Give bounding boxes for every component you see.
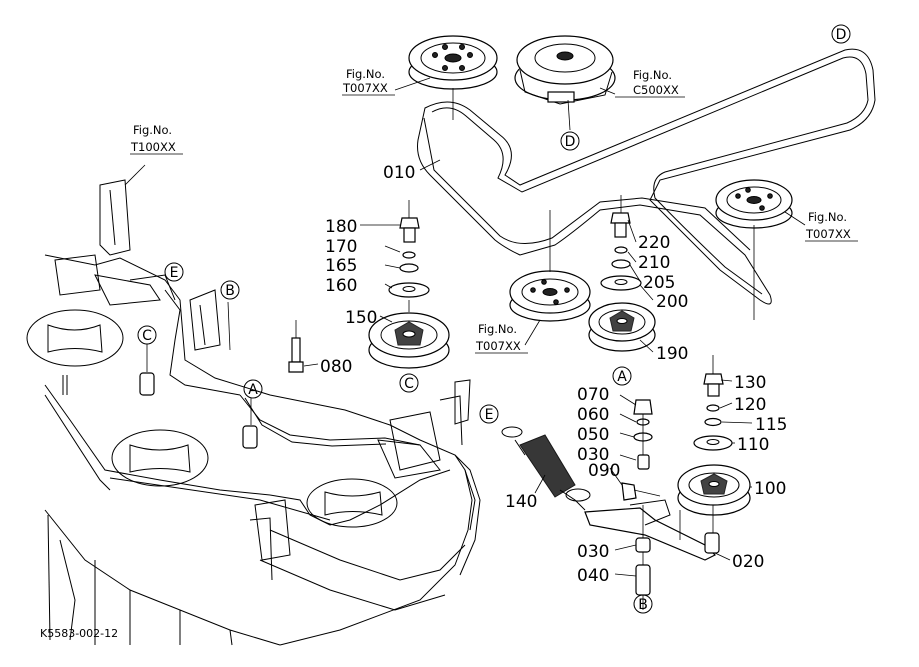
label-190: 190 bbox=[656, 344, 688, 364]
label-140: 140 bbox=[505, 492, 537, 512]
figref-right: Fig.No. T007XX bbox=[805, 210, 858, 242]
deck-spindle-opening-left bbox=[26, 309, 124, 367]
svg-text:E: E bbox=[485, 407, 494, 423]
svg-text:Fig.No.: Fig.No. bbox=[133, 123, 172, 137]
marker-e-deck: E bbox=[164, 262, 184, 282]
marker-d-top: D bbox=[831, 24, 851, 44]
label-110: 110 bbox=[737, 435, 769, 455]
marker-c-pulley: C bbox=[399, 373, 419, 393]
tension-arm bbox=[584, 499, 720, 561]
bushing-040 bbox=[635, 564, 651, 596]
marker-b-arm: B bbox=[633, 594, 653, 614]
pulley-right bbox=[715, 179, 793, 320]
svg-text:T100XX: T100XX bbox=[130, 140, 176, 154]
svg-text:T007XX: T007XX bbox=[475, 339, 521, 353]
marker-a-deck: A bbox=[243, 379, 263, 399]
marker-d-clutch: D bbox=[560, 131, 580, 151]
label-100: 100 bbox=[754, 479, 786, 499]
svg-text:Fig.No.: Fig.No. bbox=[346, 67, 385, 81]
label-060: 060 bbox=[577, 405, 609, 425]
figref-center: Fig.No. T007XX bbox=[475, 322, 528, 354]
label-050: 050 bbox=[577, 425, 609, 445]
svg-text:T007XX: T007XX bbox=[805, 227, 851, 241]
label-030-upper: 030 bbox=[577, 445, 609, 465]
label-115: 115 bbox=[755, 415, 787, 435]
hardware-stack-arm bbox=[621, 399, 661, 501]
bolt-080 bbox=[288, 320, 304, 373]
label-165: 165 bbox=[325, 256, 357, 276]
figure-references: Fig.No. T007XX Fig.No. C500XX Fig.No. T0… bbox=[130, 67, 858, 354]
label-090: 090 bbox=[588, 461, 620, 481]
label-120: 120 bbox=[734, 395, 766, 415]
label-170: 170 bbox=[325, 237, 357, 257]
svg-text:B: B bbox=[225, 283, 235, 299]
diagram-code: K5583-002-12 bbox=[40, 627, 118, 640]
label-130: 130 bbox=[734, 373, 766, 393]
label-205: 205 bbox=[643, 273, 675, 293]
label-020: 020 bbox=[732, 552, 764, 572]
svg-text:C500XX: C500XX bbox=[633, 83, 679, 97]
marker-c-deck: C bbox=[137, 325, 157, 345]
deck-spindle-opening-right bbox=[306, 478, 398, 528]
svg-text:E: E bbox=[170, 265, 179, 281]
pulley-100 bbox=[677, 464, 751, 516]
label-180: 180 bbox=[325, 217, 357, 237]
label-160: 160 bbox=[325, 276, 357, 296]
collar-c bbox=[139, 372, 155, 396]
figref-top-left: Fig.No. T007XX bbox=[342, 67, 395, 96]
label-210: 210 bbox=[638, 253, 670, 273]
pulley-top-left bbox=[408, 35, 498, 120]
marker-a-pulley: A bbox=[612, 366, 632, 386]
svg-text:D: D bbox=[565, 134, 576, 150]
hardware-stack-150 bbox=[388, 200, 430, 298]
marker-e-spring: E bbox=[479, 404, 499, 424]
leader-lines bbox=[124, 77, 806, 577]
svg-text:A: A bbox=[248, 382, 258, 398]
tension-spring bbox=[501, 426, 591, 511]
figref-left: Fig.No. T100XX bbox=[130, 123, 183, 155]
collar-a bbox=[242, 425, 258, 449]
label-150: 150 bbox=[345, 308, 377, 328]
label-040: 040 bbox=[577, 566, 609, 586]
pulley-center bbox=[509, 210, 591, 322]
svg-text:B: B bbox=[638, 597, 648, 613]
label-080: 080 bbox=[320, 357, 352, 377]
collar-030-lower bbox=[635, 537, 651, 553]
svg-text:A: A bbox=[617, 369, 627, 385]
belt bbox=[417, 48, 876, 305]
mower-deck bbox=[26, 179, 481, 646]
pulley-150 bbox=[368, 300, 450, 369]
label-010: 010 bbox=[383, 163, 415, 183]
hardware-stack-190 bbox=[600, 195, 642, 291]
svg-text:Fig.No.: Fig.No. bbox=[808, 210, 847, 224]
electric-clutch bbox=[514, 35, 616, 131]
hardware-stack-100 bbox=[693, 355, 733, 451]
part-labels: 010 020 030 030 040 050 060 070 080 090 … bbox=[320, 163, 787, 586]
svg-text:C: C bbox=[404, 376, 414, 392]
svg-text:Fig.No.: Fig.No. bbox=[633, 68, 672, 82]
marker-b-deck: B bbox=[220, 280, 240, 300]
label-200: 200 bbox=[656, 292, 688, 312]
svg-text:T007XX: T007XX bbox=[342, 81, 388, 95]
deck-spindle-opening-center bbox=[111, 429, 209, 487]
circled-markers: D D E E B B C C bbox=[137, 24, 851, 614]
figref-top-mid: Fig.No. C500XX bbox=[615, 68, 685, 98]
svg-text:Fig.No.: Fig.No. bbox=[478, 322, 517, 336]
label-070: 070 bbox=[577, 385, 609, 405]
label-220: 220 bbox=[638, 233, 670, 253]
pulley-190 bbox=[588, 302, 656, 352]
svg-text:D: D bbox=[836, 27, 847, 43]
svg-text:C: C bbox=[142, 328, 152, 344]
label-030-lower: 030 bbox=[577, 542, 609, 562]
